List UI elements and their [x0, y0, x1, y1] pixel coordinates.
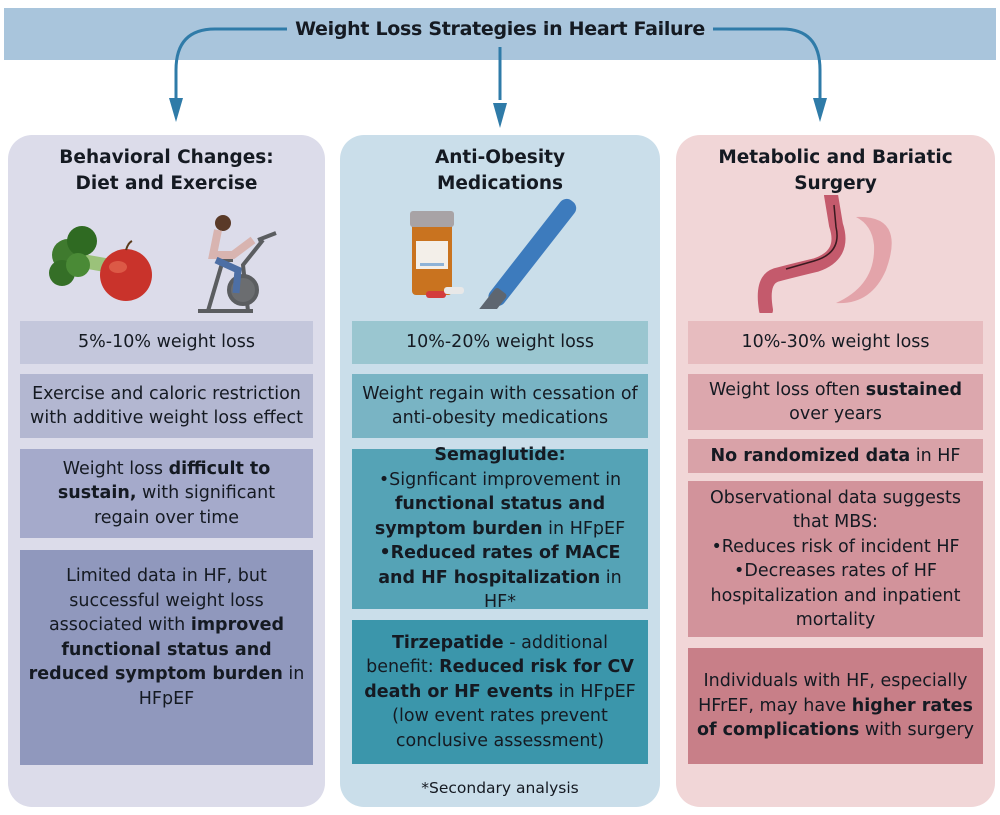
box-text: Individuals with HF, especially HFrEF, m… — [696, 669, 975, 743]
info-box-weight-loss-range: 10%-20% weight loss — [352, 321, 648, 364]
text: - additional benefit: — [366, 632, 609, 678]
info-box-exercise-caloric: Exercise and caloric restriction with ad… — [20, 374, 313, 438]
page-title: Weight Loss Strategies in Heart Failure — [0, 18, 1000, 40]
text: Individuals with HF, especially HFrEF, m… — [698, 671, 968, 716]
text: in HFpEF — [542, 518, 626, 539]
column-title: Anti-Obesity Medications — [434, 147, 566, 194]
text: in HFpEF (low event rates prevent conclu… — [392, 681, 636, 751]
bold-text: sustained — [865, 379, 963, 400]
box-text: Weight loss difficult to sustain, with s… — [28, 457, 305, 531]
bold-text: No randomized data — [710, 445, 911, 466]
text: with significant regain over time — [93, 483, 276, 528]
info-box-observational-data: Observational data suggests that MBS: •R… — [688, 481, 983, 637]
bold-text: higher rates of complications — [696, 695, 973, 741]
box-text: Tirzepatide - additional benefit: Reduce… — [360, 631, 640, 754]
box-text: 10%-20% weight loss — [406, 330, 594, 355]
text: Limited data in HF, but successful weigh… — [48, 566, 267, 635]
box-text: Exercise and caloric restriction with ad… — [28, 382, 305, 431]
info-box-weight-loss-range: 5%-10% weight loss — [20, 321, 313, 364]
arrowhead-center — [493, 103, 507, 128]
box-text: No randomized data in HF — [711, 444, 961, 469]
text: •Signficant improvement in — [378, 469, 622, 490]
stomach-icon — [757, 195, 892, 313]
info-box-tirzepatide: Tirzepatide - additional benefit: Reduce… — [352, 620, 648, 764]
column-metabolic-bariatric-surgery: Metabolic and Bariatic Surgery 10%-30% w… — [676, 135, 995, 807]
pill-bottle-icon — [410, 211, 464, 298]
arrowhead-left — [169, 98, 183, 122]
exercise-bike-icon — [198, 231, 277, 313]
text: Weight regain with cessation of anti-obe… — [362, 383, 638, 429]
box-text: Observational data suggests that MBS: •R… — [696, 486, 975, 633]
text: Exercise and caloric restriction with ad… — [30, 383, 303, 429]
arrow-left — [174, 27, 308, 100]
footnote: *Secondary analysis — [421, 779, 579, 797]
info-box-sustained: Weight loss often sustained over years — [688, 374, 983, 430]
text: Weight loss — [62, 458, 169, 479]
broccoli-icon — [49, 226, 115, 286]
cyclist-icon — [208, 215, 256, 294]
box-text: Weight loss often sustained over years — [696, 378, 975, 427]
info-box-sustainability: Weight loss difficult to sustain, with s… — [20, 449, 313, 538]
bold-text: Tirzepatide — [391, 632, 504, 653]
column-title: Metabolic and Bariatic Surgery — [718, 147, 953, 194]
bold-text: improved functional status and reduced s… — [28, 615, 285, 684]
bold-text: functional status and symptom burden — [374, 494, 606, 539]
info-box-weight-regain: Weight regain with cessation of anti-obe… — [352, 374, 648, 438]
text: with surgery — [859, 720, 975, 741]
text: 10%-30% weight loss — [741, 332, 930, 353]
arrow-right — [690, 27, 822, 100]
text: over years — [789, 404, 882, 424]
bold-text: difficult to sustain, — [57, 458, 271, 504]
injection-pen-icon — [475, 198, 577, 309]
text: in HF — [910, 445, 961, 466]
info-box-semaglutide: Semaglutide: •Signficant improvement in … — [352, 445, 648, 612]
info-box-hf-evidence: Limited data in HF, but successful weigh… — [20, 550, 313, 765]
arrowhead-right — [813, 98, 827, 122]
column-behavioral-changes: Behavioral Changes: Diet and Exercise — [8, 135, 325, 807]
text: 10%-20% weight loss — [405, 332, 595, 353]
text: in HF* — [484, 567, 622, 613]
flow-arrows — [169, 27, 827, 128]
bold-text: Reduced risk for CV death or HF events — [364, 657, 634, 702]
info-box-complications: Individuals with HF, especially HFrEF, m… — [688, 648, 983, 764]
box-text: Semaglutide: •Signficant improvement in … — [360, 443, 640, 615]
text: 5%-10% weight loss — [78, 332, 255, 353]
box-text: Limited data in HF, but successful weigh… — [28, 564, 305, 711]
text: in HFpEF — [138, 664, 305, 709]
text: Weight loss often — [708, 379, 866, 400]
info-box-no-randomized-data: No randomized data in HF — [688, 439, 983, 473]
bold-text: Semaglutide: — [434, 445, 566, 466]
column-anti-obesity-medications: Anti-Obesity Medications 10%-20% weight … — [340, 135, 660, 807]
bold-text: •Reduced rates of MACE and HF hospitaliz… — [378, 543, 621, 588]
text: Observational data suggests that MBS: •R… — [710, 487, 961, 631]
apple-icon — [100, 240, 152, 301]
box-text: 5%-10% weight loss — [78, 330, 255, 355]
column-title: Behavioral Changes: Diet and Exercise — [59, 147, 274, 194]
box-text: 10%-30% weight loss — [741, 330, 929, 355]
info-box-weight-loss-range: 10%-30% weight loss — [688, 321, 983, 364]
box-text: Weight regain with cessation of anti-obe… — [360, 382, 640, 431]
